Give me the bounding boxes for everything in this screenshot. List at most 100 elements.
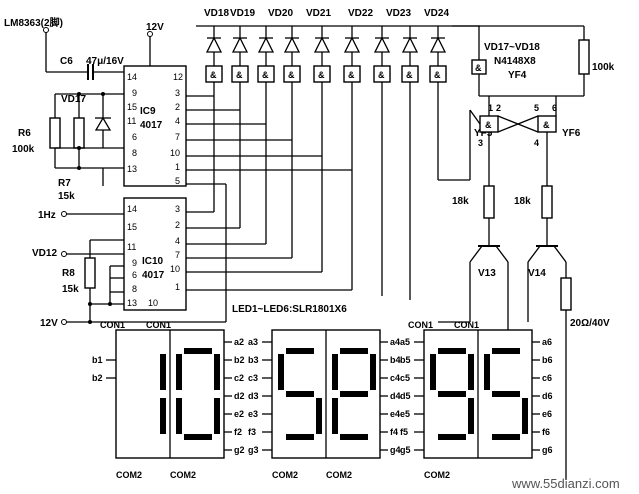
- vd-range-label: VD17~VD18: [484, 42, 540, 53]
- com-label: COM2: [272, 470, 298, 480]
- pin-label-g3: g3: [248, 445, 259, 455]
- gate-pin-4: 4: [534, 138, 539, 148]
- pin-label-b5: b5: [400, 355, 411, 365]
- gate-pin-1: 1: [488, 103, 493, 113]
- ic9-pin-7: 7: [175, 132, 180, 142]
- diode-gate-8: &: [401, 26, 419, 83]
- yf5-label: YF5: [474, 128, 493, 139]
- ic9-pin-14: 14: [127, 72, 137, 82]
- pin-label-d5: d5: [400, 391, 411, 401]
- segment-c: [522, 398, 528, 434]
- segment-f: [176, 354, 182, 390]
- segment-b: [214, 354, 220, 390]
- r18k-right-label: 18k: [514, 196, 531, 207]
- yf5-gate-symbol: &: [485, 120, 492, 130]
- ic10-pin-6: 6: [132, 270, 137, 280]
- lm8363-label: LM8363(2脚): [4, 16, 63, 29]
- ic10-pin-13: 13: [127, 298, 137, 308]
- c6-value-label: 47μ/16V: [86, 56, 124, 67]
- diode-label-vd21: VD21: [306, 8, 331, 19]
- diode-label-vd22: VD22: [348, 8, 373, 19]
- v14-label: V14: [528, 268, 546, 279]
- segment-d: [438, 434, 466, 440]
- segment-b: [468, 354, 474, 390]
- com-label: COM2: [170, 470, 196, 480]
- pin-label-b2: b2: [92, 373, 103, 383]
- pin-label-e3: e3: [248, 409, 258, 419]
- segment-g: [340, 391, 368, 397]
- ic9-pin-11: 11: [127, 116, 136, 126]
- segment-a: [184, 348, 212, 354]
- pin-label-e4: e4: [390, 409, 400, 419]
- pin-label-d3: d3: [248, 391, 259, 401]
- ic10-pin-11: 11: [127, 242, 136, 252]
- ic10-pin-15: 15: [127, 222, 137, 232]
- yf4-label: YF4: [508, 70, 527, 81]
- diode-gate-5: &: [313, 26, 331, 83]
- segment-e: [176, 398, 182, 434]
- segment-c: [214, 398, 220, 434]
- pin-label-b1: b1: [92, 355, 103, 365]
- ic9-pin-4: 4: [175, 116, 180, 126]
- diode-gate-symbol: &: [406, 70, 413, 80]
- input-section-wires: [43, 27, 153, 186]
- yf4-gate-symbol: &: [475, 63, 482, 73]
- ic10-pin-10-bottom: 10: [148, 298, 158, 308]
- watermark-label: www.55dianzi.com: [511, 476, 620, 491]
- segment-b: [370, 354, 376, 390]
- r6-value-label: 100k: [12, 144, 35, 155]
- pin-label-f6: f6: [542, 427, 550, 437]
- segment-f: [484, 354, 490, 390]
- pin-label-c3: c3: [248, 373, 258, 383]
- segment-a: [492, 348, 520, 354]
- diode-gate-symbol: &: [378, 70, 385, 80]
- yf6-gate-symbol: &: [543, 120, 550, 130]
- v13-label: V13: [478, 268, 496, 279]
- r8-label: R8: [62, 268, 75, 279]
- segment-a: [286, 348, 314, 354]
- led-type-label: LED1~LED6:SLR1801X6: [232, 304, 347, 315]
- diode-gate-1: &: [205, 26, 223, 83]
- ic9-pin-12: 12: [173, 72, 183, 82]
- r7-value-label: 15k: [58, 191, 75, 202]
- r18k-left-label: 18k: [452, 196, 469, 207]
- pin-label-a5: a5: [400, 337, 410, 347]
- diode-label-vd19: VD19: [230, 8, 255, 19]
- diode-gate-symbol: &: [318, 70, 325, 80]
- segment-e: [332, 398, 338, 434]
- ic9-pin-8: 8: [132, 148, 137, 158]
- ic9-chip: IC9 4017 14 15 11 13 9 6 8 12 3 2 4 7 10…: [123, 65, 187, 187]
- ic10-pin-8: 8: [132, 284, 137, 294]
- pin-label-b3: b3: [248, 355, 259, 365]
- pin-label-g4: g4: [390, 445, 401, 455]
- diode-gate-symbol: &: [262, 70, 269, 80]
- segment-c: [160, 398, 166, 434]
- ic9-pin-5: 5: [175, 176, 180, 186]
- segment-d: [492, 434, 520, 440]
- gate-pin-3: 3: [478, 138, 483, 148]
- segment-a: [340, 348, 368, 354]
- pin-label-c6: c6: [542, 373, 552, 383]
- pin-label-f2: f2: [234, 427, 242, 437]
- v12-top-label: 12V: [146, 22, 164, 33]
- segment-d: [340, 434, 368, 440]
- diode-label-vd20: VD20: [268, 8, 293, 19]
- ic10-pin-4: 4: [175, 236, 180, 246]
- pin-label-f4: f4: [390, 427, 398, 437]
- ic10-pin-7: 7: [175, 250, 180, 260]
- diode-label-vd23: VD23: [386, 8, 411, 19]
- vd17-left-label: VD17: [61, 94, 86, 105]
- pin-label-d6: d6: [542, 391, 553, 401]
- pin-label-c4: c4: [390, 373, 400, 383]
- segment-f: [278, 354, 284, 390]
- diode-label-vd18: VD18: [204, 8, 229, 19]
- ic10-input-wires: [61, 211, 226, 325]
- ic10-name: IC10: [142, 256, 164, 267]
- r8-value-label: 15k: [62, 284, 79, 295]
- segment-c: [468, 398, 474, 434]
- pin-label-c2: c2: [234, 373, 244, 383]
